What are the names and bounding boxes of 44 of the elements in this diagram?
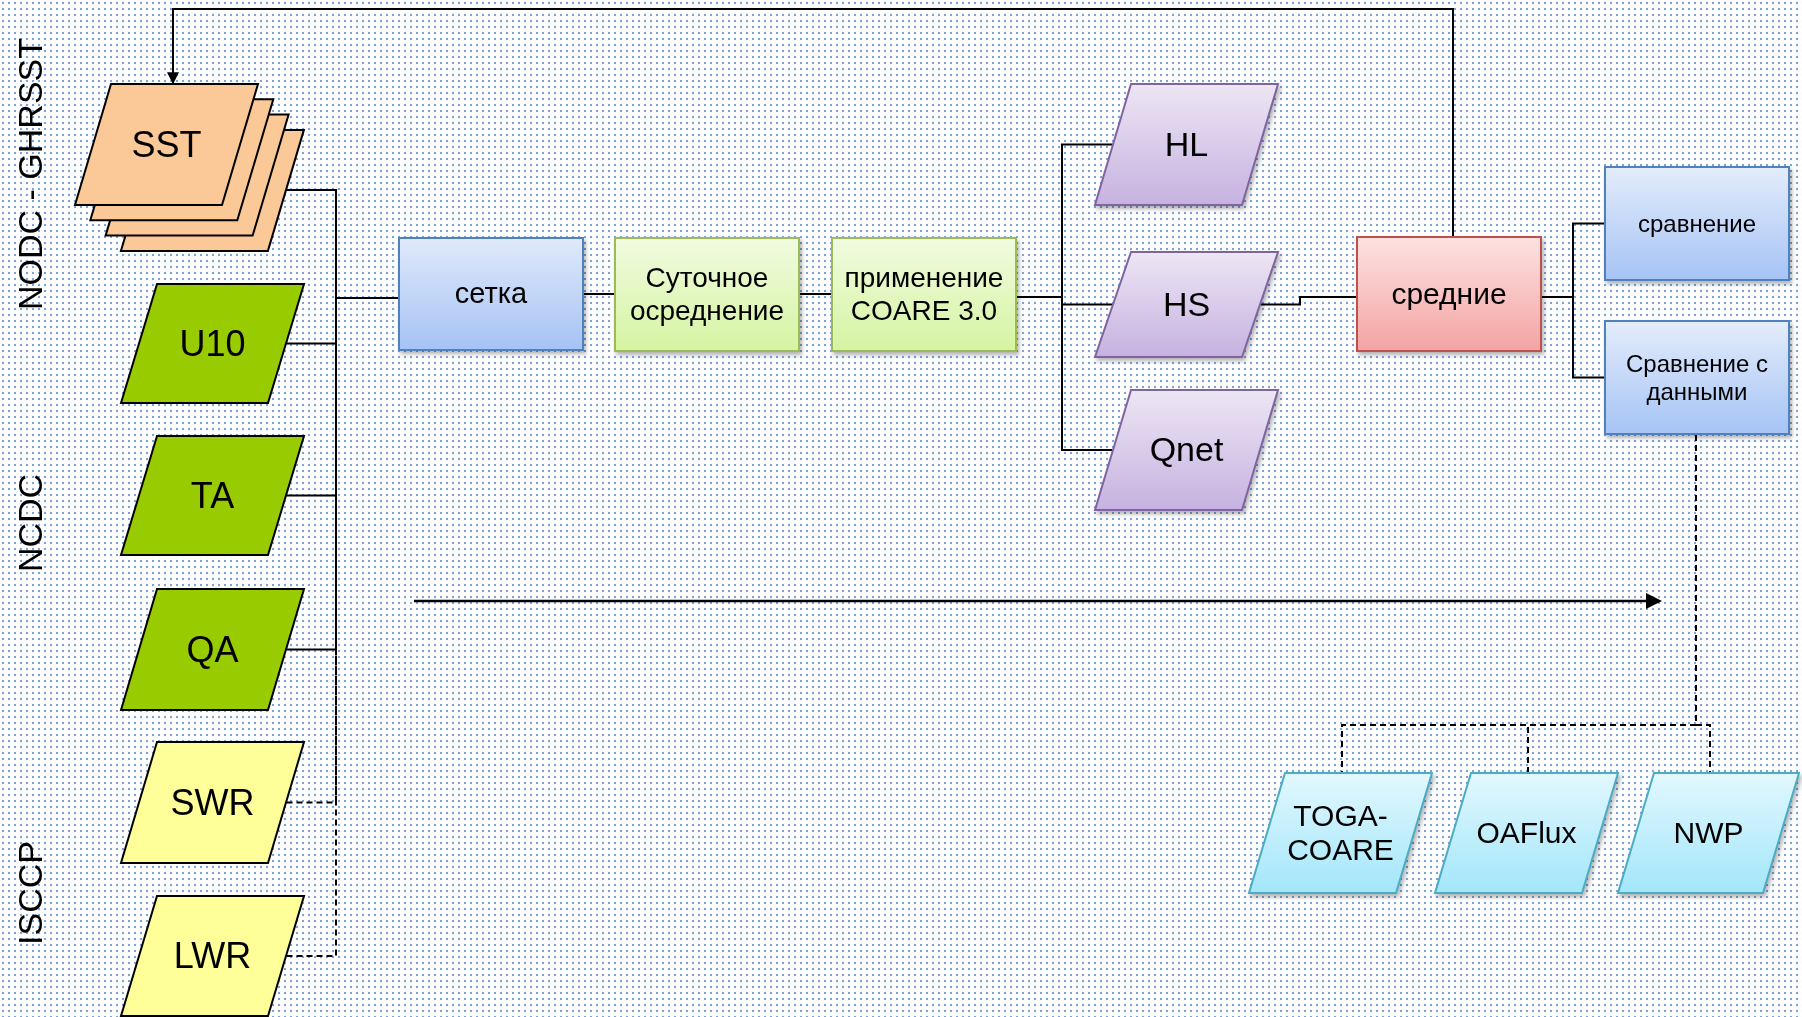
node-label: SST xyxy=(131,123,202,166)
node-label: U10 xyxy=(179,322,246,365)
node-label: LWR xyxy=(173,935,252,977)
stacked-parallelogram xyxy=(74,83,305,252)
node-label: Сравнение с данными xyxy=(1624,349,1770,406)
parallelogram-shape xyxy=(1094,83,1279,206)
connector xyxy=(799,293,832,295)
node-label: NWP xyxy=(1673,815,1744,851)
side-label: NCDC xyxy=(10,473,50,573)
node-label: сетка xyxy=(454,277,528,311)
connector xyxy=(1541,296,1605,379)
parallelogram-shape xyxy=(120,435,305,556)
node-label: средние xyxy=(1391,276,1507,312)
parallelogram-shape xyxy=(120,741,305,864)
process-box xyxy=(398,237,584,351)
connector xyxy=(1259,296,1357,306)
side-label: ISCCP xyxy=(10,841,50,945)
parallelogram-shape xyxy=(120,895,305,1017)
parallelogram-shape xyxy=(1248,772,1433,894)
node-label: сравнение xyxy=(1637,209,1757,238)
parallelogram-shape xyxy=(120,283,305,404)
node-label: TA xyxy=(190,474,235,517)
parallelogram-shape xyxy=(120,588,305,711)
parallelogram-shape xyxy=(1094,251,1279,358)
side-label: NODC - GHRSST xyxy=(10,38,50,310)
node-label: TOGA- COARE xyxy=(1286,798,1395,868)
node-label: HS xyxy=(1162,284,1211,325)
arrow xyxy=(167,8,1454,237)
process-box xyxy=(1604,320,1790,435)
node-label: QA xyxy=(186,628,239,671)
parallelogram-shape xyxy=(1094,389,1279,511)
process-box xyxy=(1604,166,1790,281)
node-label: OAFlux xyxy=(1476,815,1577,851)
connector xyxy=(583,293,615,295)
node-label: HL xyxy=(1164,124,1209,165)
process-box xyxy=(1356,236,1542,352)
node-label: SWR xyxy=(170,781,255,824)
node-label: применение COARE 3.0 xyxy=(843,262,1005,327)
node-label: Суточное осреднение xyxy=(628,262,786,327)
parallelogram-shape xyxy=(1434,772,1619,894)
process-box xyxy=(614,237,800,352)
process-box xyxy=(831,237,1017,352)
node-label: Qnet xyxy=(1149,430,1224,470)
parallelogram-shape xyxy=(1617,772,1800,894)
